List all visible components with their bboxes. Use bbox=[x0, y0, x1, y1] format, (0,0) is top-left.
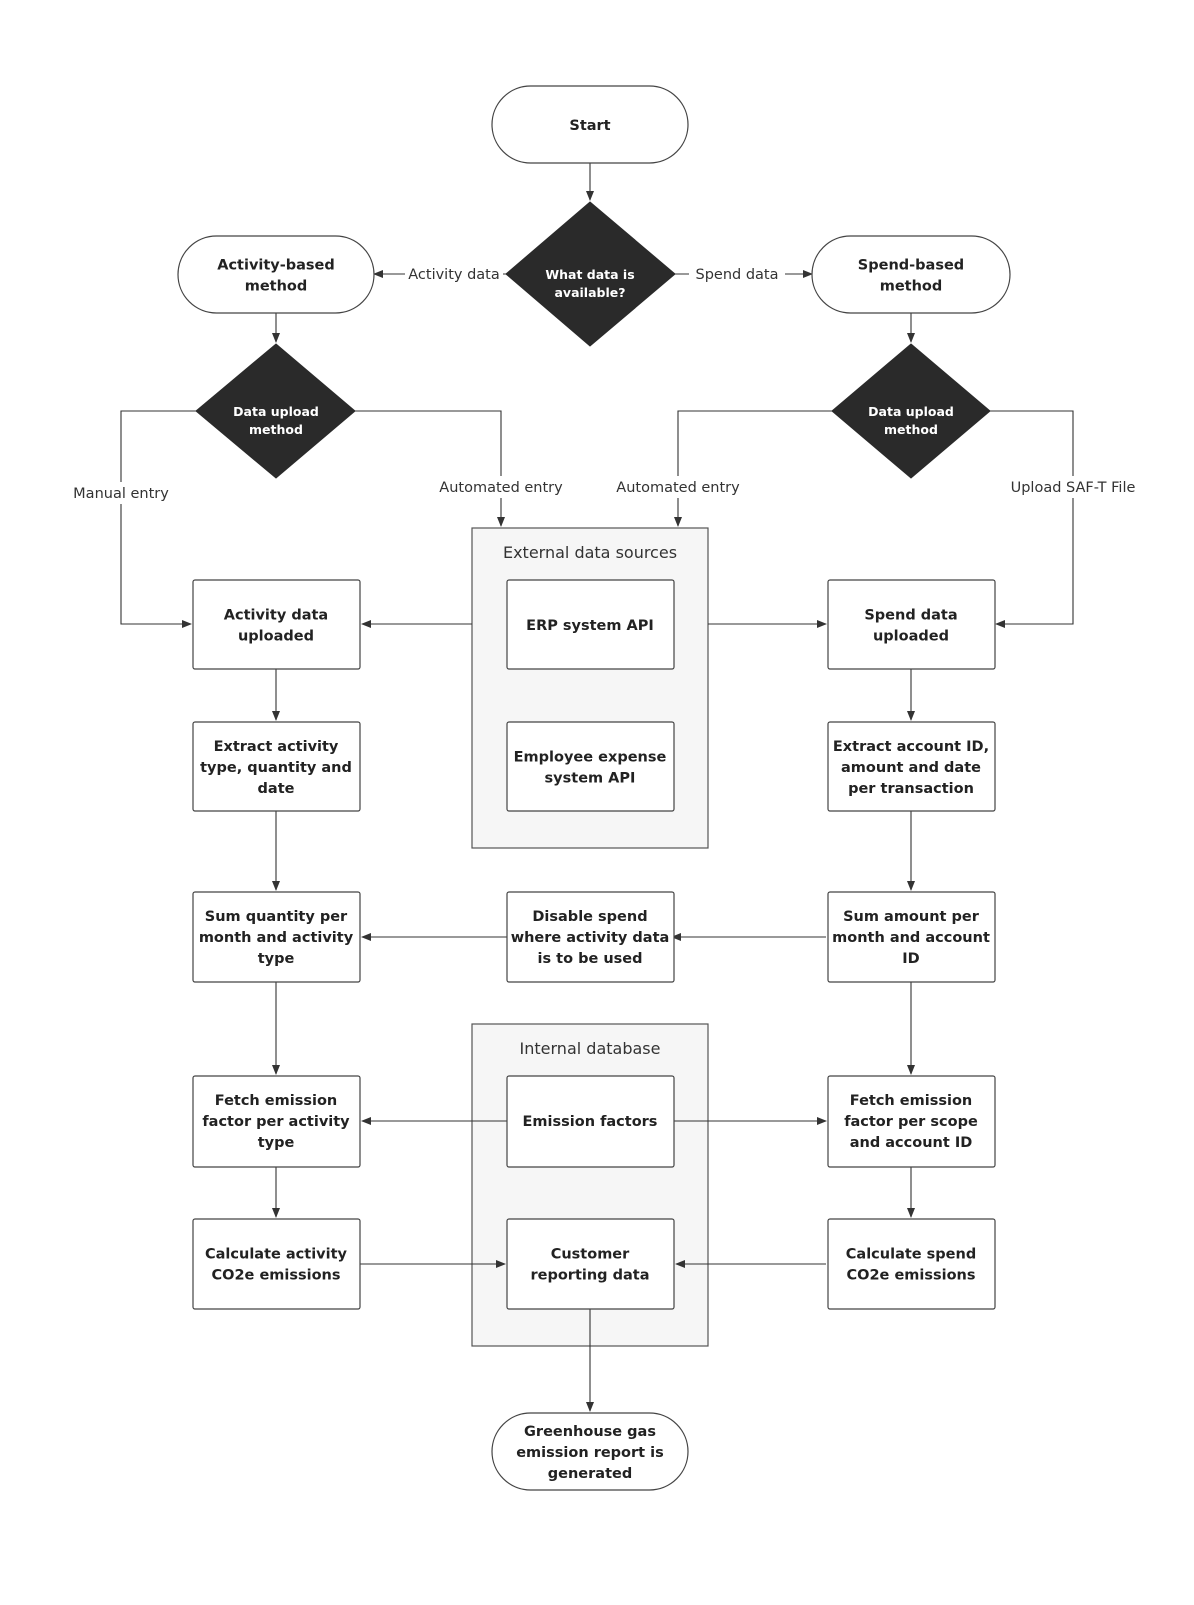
node-label-line: date bbox=[258, 781, 295, 797]
node-label-line: Sum amount per bbox=[843, 909, 980, 925]
start-node: Start bbox=[491, 85, 689, 164]
node-label-line: Fetch emission bbox=[850, 1093, 972, 1109]
sum-quantity-node: Sum quantity per month and activity type bbox=[192, 891, 361, 983]
node-label-line: is to be used bbox=[537, 951, 642, 967]
decision-data-available: What data is available? bbox=[505, 201, 676, 347]
node-label-line: Disable spend bbox=[532, 909, 647, 925]
node-label-line: method bbox=[880, 279, 943, 295]
node-label-line: system API bbox=[545, 771, 636, 787]
extract-account-node: Extract account ID, amount and date per tr… bbox=[827, 721, 996, 812]
node-label-line: factor per scope bbox=[844, 1114, 978, 1130]
start-label: Start bbox=[569, 118, 610, 134]
label-activity-data: Activity data bbox=[408, 267, 500, 283]
node-label-line: Customer bbox=[551, 1247, 630, 1263]
label-spend-data: Spend data bbox=[696, 267, 779, 283]
edge-automated-right bbox=[674, 410, 832, 527]
edge-manual-entry bbox=[120, 410, 196, 628]
edge-automated-left bbox=[355, 410, 505, 527]
node-label-line: type bbox=[258, 1135, 295, 1151]
node-label-line: Sum quantity per bbox=[205, 909, 348, 925]
decision-upload-right: Data upload method bbox=[831, 343, 991, 479]
node-label-line: method bbox=[884, 422, 938, 437]
node-label-line: Employee expense bbox=[514, 750, 667, 766]
node-label-line: ERP system API bbox=[526, 618, 654, 634]
node-label-line: and account ID bbox=[850, 1135, 973, 1151]
spend-method-node: Spend-based method bbox=[811, 235, 1011, 314]
node-label-line: available? bbox=[555, 285, 626, 300]
fetch-activity-factor-node: Fetch emission factor per activity type bbox=[192, 1075, 361, 1168]
label-automated-entry-right: Automated entry bbox=[616, 480, 740, 496]
extract-activity-node: Extract activity type, quantity and date bbox=[192, 721, 361, 812]
node-label-line: Extract activity bbox=[214, 739, 339, 755]
node-label-line: month and account bbox=[832, 930, 990, 946]
node-label-line: Fetch emission bbox=[215, 1093, 337, 1109]
node-label-line: Greenhouse gas bbox=[524, 1424, 656, 1440]
node-label-line: amount and date bbox=[841, 760, 981, 776]
node-label-line: uploaded bbox=[873, 629, 949, 645]
internal-group-label: Internal database bbox=[520, 1039, 661, 1058]
node-label-line: generated bbox=[548, 1466, 632, 1482]
node-label-line: Data upload bbox=[868, 404, 954, 419]
node-label-line: where activity data bbox=[511, 930, 670, 946]
node-label-line: Extract account ID, bbox=[833, 739, 989, 755]
report-node: Greenhouse gas emission report is generate… bbox=[491, 1412, 689, 1491]
erp-api-node: ERP system API bbox=[506, 579, 675, 670]
node-label-line: month and activity bbox=[199, 930, 354, 946]
label-upload-saft: Upload SAF-T File bbox=[1011, 480, 1136, 496]
label-automated-entry-left: Automated entry bbox=[439, 480, 563, 496]
node-label-line: Spend-based bbox=[858, 258, 964, 274]
node-label-line: Emission factors bbox=[523, 1114, 658, 1130]
node-label-line: Calculate spend bbox=[846, 1247, 976, 1263]
activity-method-node: Activity-based method bbox=[177, 235, 375, 314]
node-label-line: type, quantity and bbox=[200, 760, 352, 776]
external-group-label: External data sources bbox=[503, 543, 677, 562]
expense-api-node: Employee expense system API bbox=[506, 721, 675, 812]
customer-data-node: Customer reporting data bbox=[506, 1218, 675, 1310]
edge-saft-upload bbox=[990, 410, 1074, 628]
node-label-line: Spend data bbox=[864, 608, 957, 624]
node-label-line: Activity-based bbox=[217, 258, 335, 274]
node-label-line: Calculate activity bbox=[205, 1247, 348, 1263]
node-label-line: method bbox=[249, 422, 303, 437]
node-label-line: reporting data bbox=[530, 1268, 649, 1284]
node-label-line: CO2e emissions bbox=[212, 1268, 341, 1284]
fetch-scope-factor-node: Fetch emission factor per scope and accoun… bbox=[827, 1075, 996, 1168]
node-label-line: method bbox=[245, 279, 308, 295]
activity-uploaded-node: Activity data uploaded bbox=[192, 579, 361, 670]
emission-factors-node: Emission factors bbox=[506, 1075, 675, 1168]
node-label-line: emission report is bbox=[516, 1445, 664, 1461]
disable-spend-node: Disable spend where activity data is to be… bbox=[506, 891, 675, 983]
spend-uploaded-node: Spend data uploaded bbox=[827, 579, 996, 670]
node-label-line: Activity data bbox=[224, 608, 328, 624]
node-label-line: ID bbox=[902, 951, 919, 967]
node-label-line: factor per activity bbox=[202, 1114, 350, 1130]
label-manual-entry: Manual entry bbox=[73, 486, 169, 502]
node-label-line: uploaded bbox=[238, 629, 314, 645]
decision-upload-left: Data upload method bbox=[195, 343, 356, 479]
node-label-line: per transaction bbox=[848, 781, 974, 797]
node-label-line: CO2e emissions bbox=[847, 1268, 976, 1284]
node-label-line: What data is bbox=[545, 267, 634, 282]
node-label-line: type bbox=[258, 951, 295, 967]
node-label-line: Data upload bbox=[233, 404, 319, 419]
edge-labels: Activity data Spend data Manual entry Au… bbox=[68, 264, 1138, 504]
